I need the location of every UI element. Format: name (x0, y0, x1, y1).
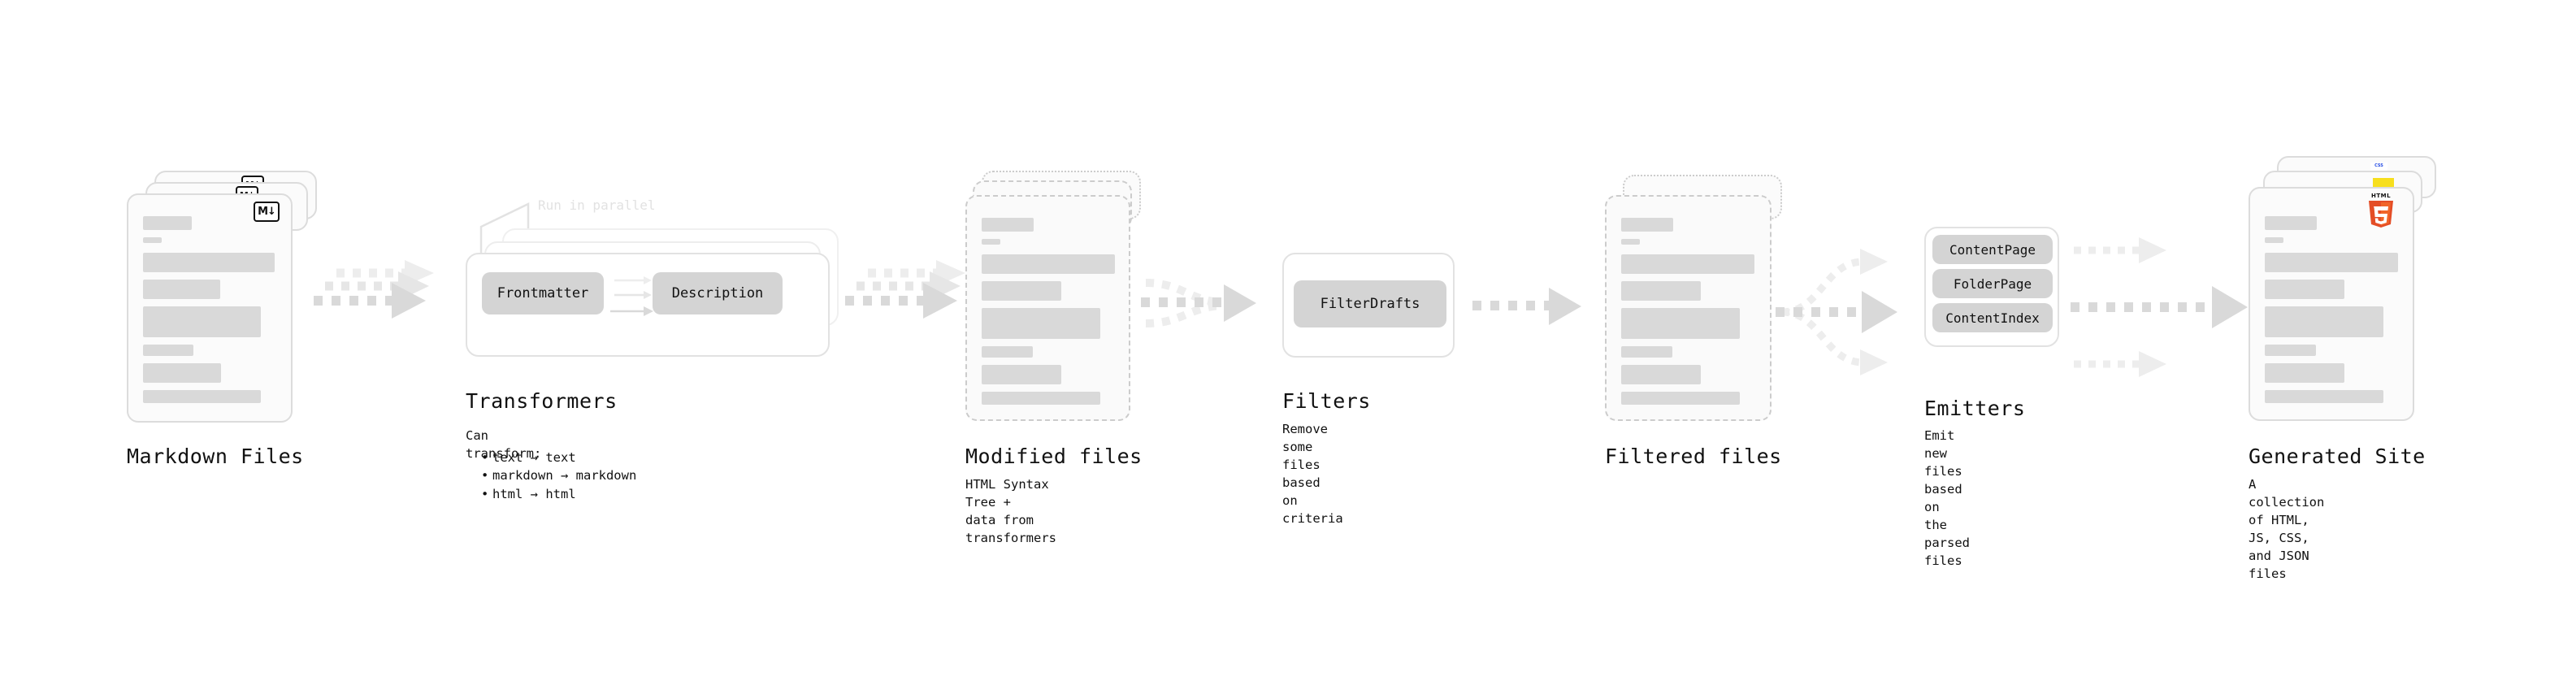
content-bar (982, 308, 1100, 339)
transformer-bullet-item: markdown → markdown (481, 466, 636, 485)
content-bar (143, 345, 193, 356)
label-markdown-files: Markdown Files (127, 445, 304, 468)
content-bar (143, 237, 162, 243)
modified-card-front (965, 195, 1130, 421)
html5-badge: HTML (2367, 193, 2395, 228)
content-bar (2265, 216, 2317, 230)
label-filtered-files: Filtered files (1605, 445, 1782, 468)
subtitle-emitters: Emit new files based on the parsed files (1924, 428, 1970, 568)
arrow-transformers-to-modified (845, 260, 965, 319)
emitters-chip-contentpage[interactable]: ContentPage (1932, 235, 2053, 264)
content-bar (143, 280, 220, 299)
content-bar (982, 281, 1061, 301)
transformer-chip-description[interactable]: Description (653, 272, 783, 314)
content-bar (143, 216, 192, 230)
content-bar (982, 365, 1061, 384)
emitters-chip-contentindex[interactable]: ContentIndex (1932, 303, 2053, 332)
content-bar (2265, 345, 2316, 356)
arrow-emitters-to-site (2071, 237, 2248, 377)
filters-chip-filterdrafts[interactable]: FilterDrafts (1294, 280, 1446, 327)
arrow-filters-to-filtered (1472, 288, 1581, 325)
content-bar (1621, 308, 1740, 339)
transformer-bullet-item: html → html (481, 485, 636, 504)
site-card-front (2249, 187, 2414, 421)
subtitle-filters: Remove some files based on criteria (1282, 422, 1343, 526)
content-bar (982, 346, 1033, 358)
label-filters: Filters (1282, 389, 1371, 413)
content-bar (2265, 237, 2283, 243)
label-emitters: Emitters (1924, 397, 2026, 420)
label-modified-files: Modified files (965, 445, 1143, 468)
content-bar (143, 253, 275, 272)
content-bar (1621, 281, 1701, 301)
content-bar (143, 390, 261, 403)
content-bar (2265, 306, 2383, 337)
content-bar (1621, 346, 1672, 358)
transformer-chip-frontmatter[interactable]: Frontmatter (482, 272, 604, 314)
content-bar (982, 239, 1000, 245)
arrow-filtered-to-emitters (1776, 249, 1897, 375)
content-bar (2265, 363, 2344, 383)
arrow-markdown-to-transformers (314, 260, 434, 319)
label-generated-site: Generated Site (2249, 445, 2426, 468)
run-in-parallel-bracket (479, 202, 530, 253)
content-bar (1621, 239, 1640, 245)
subtitle-generated-site: A collection of HTML, JS, CSS, and JSON … (2249, 477, 2325, 581)
filtered-card-content (1621, 218, 1757, 412)
content-bar (982, 392, 1100, 405)
content-bar (2265, 280, 2344, 299)
markdown-card-content (143, 216, 278, 410)
label-run-in-parallel: Run in parallel (538, 197, 656, 213)
markdown-badge-front: M↓ (254, 202, 280, 222)
label-transformers: Transformers (466, 389, 618, 413)
content-bar (143, 306, 261, 337)
html5-badge-label: HTML (2370, 193, 2392, 199)
emitters-chip-folderpage[interactable]: FolderPage (1932, 269, 2053, 298)
transformer-bullet-item: text → text (481, 449, 636, 467)
transformer-internal-arrows (610, 276, 653, 316)
content-bar (1621, 218, 1673, 232)
site-card-content (2265, 216, 2400, 410)
content-bar (1621, 254, 1754, 274)
content-bar (143, 363, 221, 383)
content-bar (2265, 253, 2398, 272)
modified-card-content (982, 218, 1116, 412)
content-bar (982, 218, 1034, 232)
stage-generated-site: CSS HTML Generated Si (0, 0, 2436, 581)
content-bar (1621, 365, 1701, 384)
subtitle-modified-files: HTML Syntax Tree + data from transformer… (965, 477, 1056, 545)
markdown-card-front (127, 193, 293, 423)
arrow-modified-to-filters (1141, 279, 1256, 327)
content-bar (2265, 390, 2383, 403)
filtered-card-front (1605, 195, 1772, 421)
content-bar (1621, 392, 1740, 405)
content-bar (982, 254, 1115, 274)
transformers-bullet-list: text → text markdown → markdown html → h… (478, 447, 636, 504)
